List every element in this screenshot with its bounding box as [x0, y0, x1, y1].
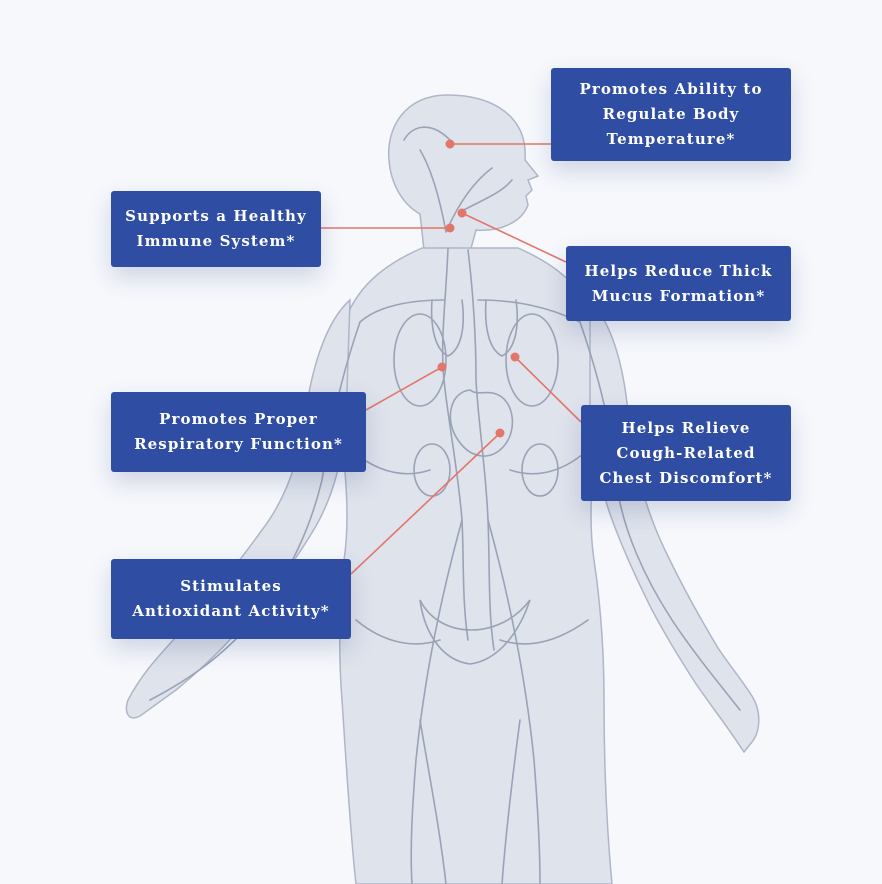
organ-outlines [393, 299, 559, 665]
callout-antioxidant-activity: Stimulates Antioxidant Activity* [111, 559, 351, 639]
callout-line: Mucus Formation* [591, 286, 766, 305]
callout-line: Cough-Related [616, 443, 756, 462]
callout-respiratory-function: Promotes Proper Respiratory Function* [111, 392, 366, 472]
callout-line: Promotes Ability to [579, 80, 763, 98]
callout-text: Promotes Proper Respiratory Function* [134, 407, 343, 457]
callout-text: Stimulates Antioxidant Activity* [132, 574, 329, 624]
connector-respiratory [365, 366, 443, 411]
callout-line: Immune System* [136, 232, 296, 250]
callout-line: Chest Discomfort* [599, 468, 773, 487]
anchor-dot [445, 139, 455, 149]
callout-line: Helps Reduce Thick [584, 261, 773, 280]
callout-line: Regulate Body [602, 105, 740, 123]
callout-line: Antioxidant Activity* [132, 602, 330, 620]
callout-connector-lines [321, 143, 582, 575]
anchor-dot [437, 362, 447, 372]
anchor-dot [457, 208, 467, 218]
blood-vessel-network [149, 126, 741, 884]
anchor-dot [445, 223, 455, 233]
callout-line: Temperature* [606, 130, 736, 148]
callout-line: Supports a Healthy [125, 207, 307, 225]
callout-line: Respiratory Function* [134, 435, 343, 453]
callout-reduce-mucus-formation: Helps Reduce Thick Mucus Formation* [566, 246, 791, 321]
callout-anchor-dots [437, 139, 520, 438]
anchor-dot [510, 352, 520, 362]
callout-text: Helps Relieve Cough-Related Chest Discom… [600, 416, 773, 491]
callout-line: Stimulates [180, 577, 282, 595]
callout-healthy-immune-system: Supports a Healthy Immune System* [111, 191, 321, 267]
callout-text: Supports a Healthy Immune System* [125, 204, 307, 254]
callout-chest-discomfort: Helps Relieve Cough-Related Chest Discom… [581, 405, 791, 501]
connector-antioxidant [350, 432, 501, 575]
callout-regulate-body-temperature: Promotes Ability to Regulate Body Temper… [551, 68, 791, 161]
callout-line: Promotes Proper [159, 410, 318, 428]
callout-text: Promotes Ability to Regulate Body Temper… [579, 77, 762, 152]
human-body-silhouette [125, 94, 760, 884]
callout-text: Helps Reduce Thick Mucus Formation* [585, 259, 773, 309]
callout-line: Helps Relieve [621, 418, 751, 437]
connector-mucus [461, 212, 567, 263]
connector-chest [514, 356, 582, 423]
anchor-dot [495, 428, 505, 438]
